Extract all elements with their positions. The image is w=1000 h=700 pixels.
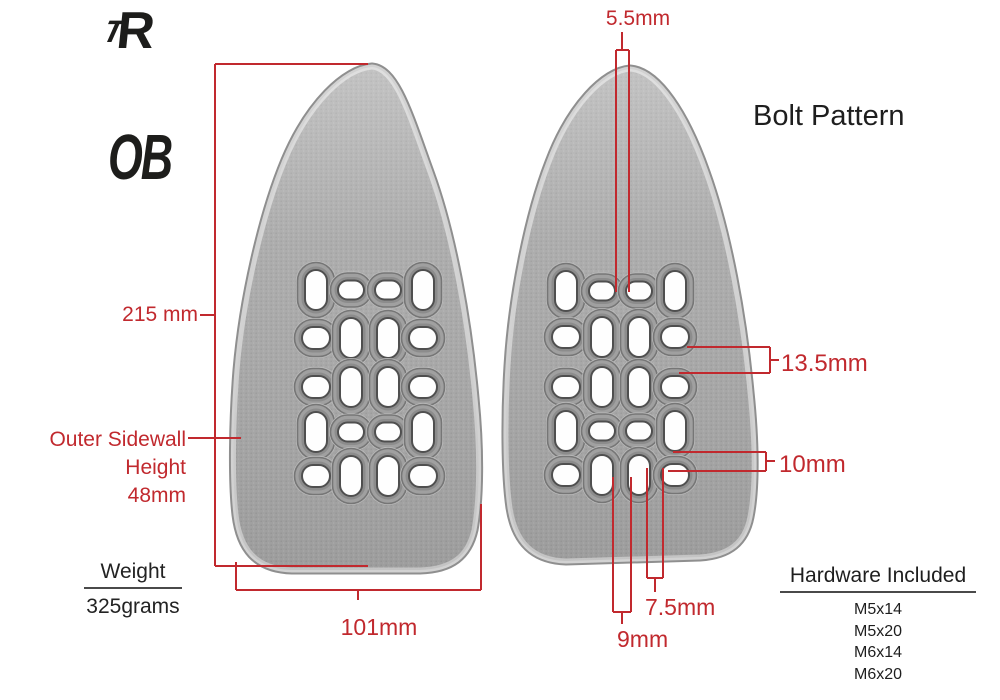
dimension-bottom-gap-outer-label: 9mm	[617, 626, 669, 652]
hardware-item: M5x20	[853, 622, 903, 640]
brand-logo-r: R	[113, 2, 158, 60]
hardware-item: M6x20	[853, 665, 903, 683]
left-pad	[228, 62, 484, 575]
weight-value: 325grams	[86, 595, 180, 618]
hardware-item: M5x14	[853, 601, 903, 618]
dimension-width-101mm-lines	[235, 504, 482, 600]
left-pad-slot-holes	[293, 261, 446, 505]
right-pad	[501, 64, 759, 566]
dimension-width-label: 101mm	[340, 614, 418, 640]
dimension-slot-gap-upper-label: 13.5mm	[781, 350, 868, 377]
sidewall-line2: Height	[125, 456, 186, 479]
hardware-list: M5x14 M5x20 M6x14 M6x20	[780, 599, 976, 685]
dimension-7-5mm-lines	[646, 468, 664, 592]
right-pad-slot-holes	[543, 262, 698, 504]
hardware-included-title: Hardware Included	[780, 564, 976, 593]
hardware-included-block: Hardware Included M5x14 M5x20 M6x14 M6x2…	[780, 564, 976, 685]
dimension-bottom-gap-inner-label: 7.5mm	[645, 594, 716, 620]
bolt-pattern-title: Bolt Pattern	[753, 100, 905, 132]
model-name: OB	[108, 121, 173, 193]
dimension-10mm-lines	[668, 451, 775, 472]
dimension-tip-5-5mm-lines	[615, 32, 630, 292]
weight-block: Weight 325grams	[84, 560, 182, 619]
dimension-slot-gap-lower-label: 10mm	[779, 451, 846, 478]
dimension-height-label: 215 mm	[122, 303, 198, 326]
weight-title: Weight	[84, 560, 182, 589]
brand-logo: T R	[100, 2, 158, 60]
sidewall-line3: 48mm	[127, 484, 186, 507]
dimension-13-5mm-lines	[679, 346, 779, 374]
dimension-tip-offset-label: 5.5mm	[605, 7, 671, 30]
sidewall-height-label: Outer Sidewall Height 48mm	[38, 426, 186, 510]
sidewall-line1: Outer Sidewall	[49, 428, 186, 451]
hardware-item: M6x14	[853, 644, 903, 661]
dimension-9mm-lines	[612, 477, 632, 624]
dimension-height-215mm-lines	[200, 63, 368, 567]
